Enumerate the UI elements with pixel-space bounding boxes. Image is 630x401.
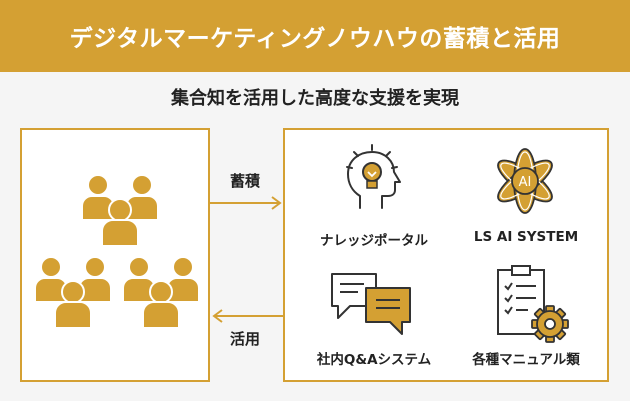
people-group-right-icon [122, 256, 200, 329]
subtitle: 集合知を活用した高度な支援を実現 [171, 88, 459, 109]
tool-label-knowledge-portal: ナレッジポータル [320, 233, 428, 249]
arrow-left-icon [212, 309, 284, 323]
tool-label-qa-system: 社内Q&Aシステム [316, 352, 432, 368]
lightbulb-head-icon [346, 144, 401, 209]
tools-box [283, 128, 609, 382]
page-title: デジタルマーケティングノウハウの蓄積と活用 [69, 26, 561, 52]
clipboard-gear-icon [497, 265, 569, 343]
people-box [20, 128, 210, 382]
header-banner: デジタルマーケティングノウハウの蓄積と活用 [0, 0, 630, 72]
chat-bubbles-icon [331, 273, 411, 335]
ai-badge-text: AI [519, 175, 532, 190]
tool-label-ai-system: LS AI SYSTEM [473, 229, 579, 245]
people-group-top-icon [81, 174, 159, 247]
accumulate-label: 蓄積 [230, 172, 261, 190]
utilize-label: 活用 [230, 330, 261, 348]
tool-label-manuals: 各種マニュアル類 [472, 352, 580, 368]
ai-atom-icon: AI [497, 148, 553, 214]
arrow-right-icon [210, 196, 282, 210]
people-group-left-icon [34, 256, 112, 329]
